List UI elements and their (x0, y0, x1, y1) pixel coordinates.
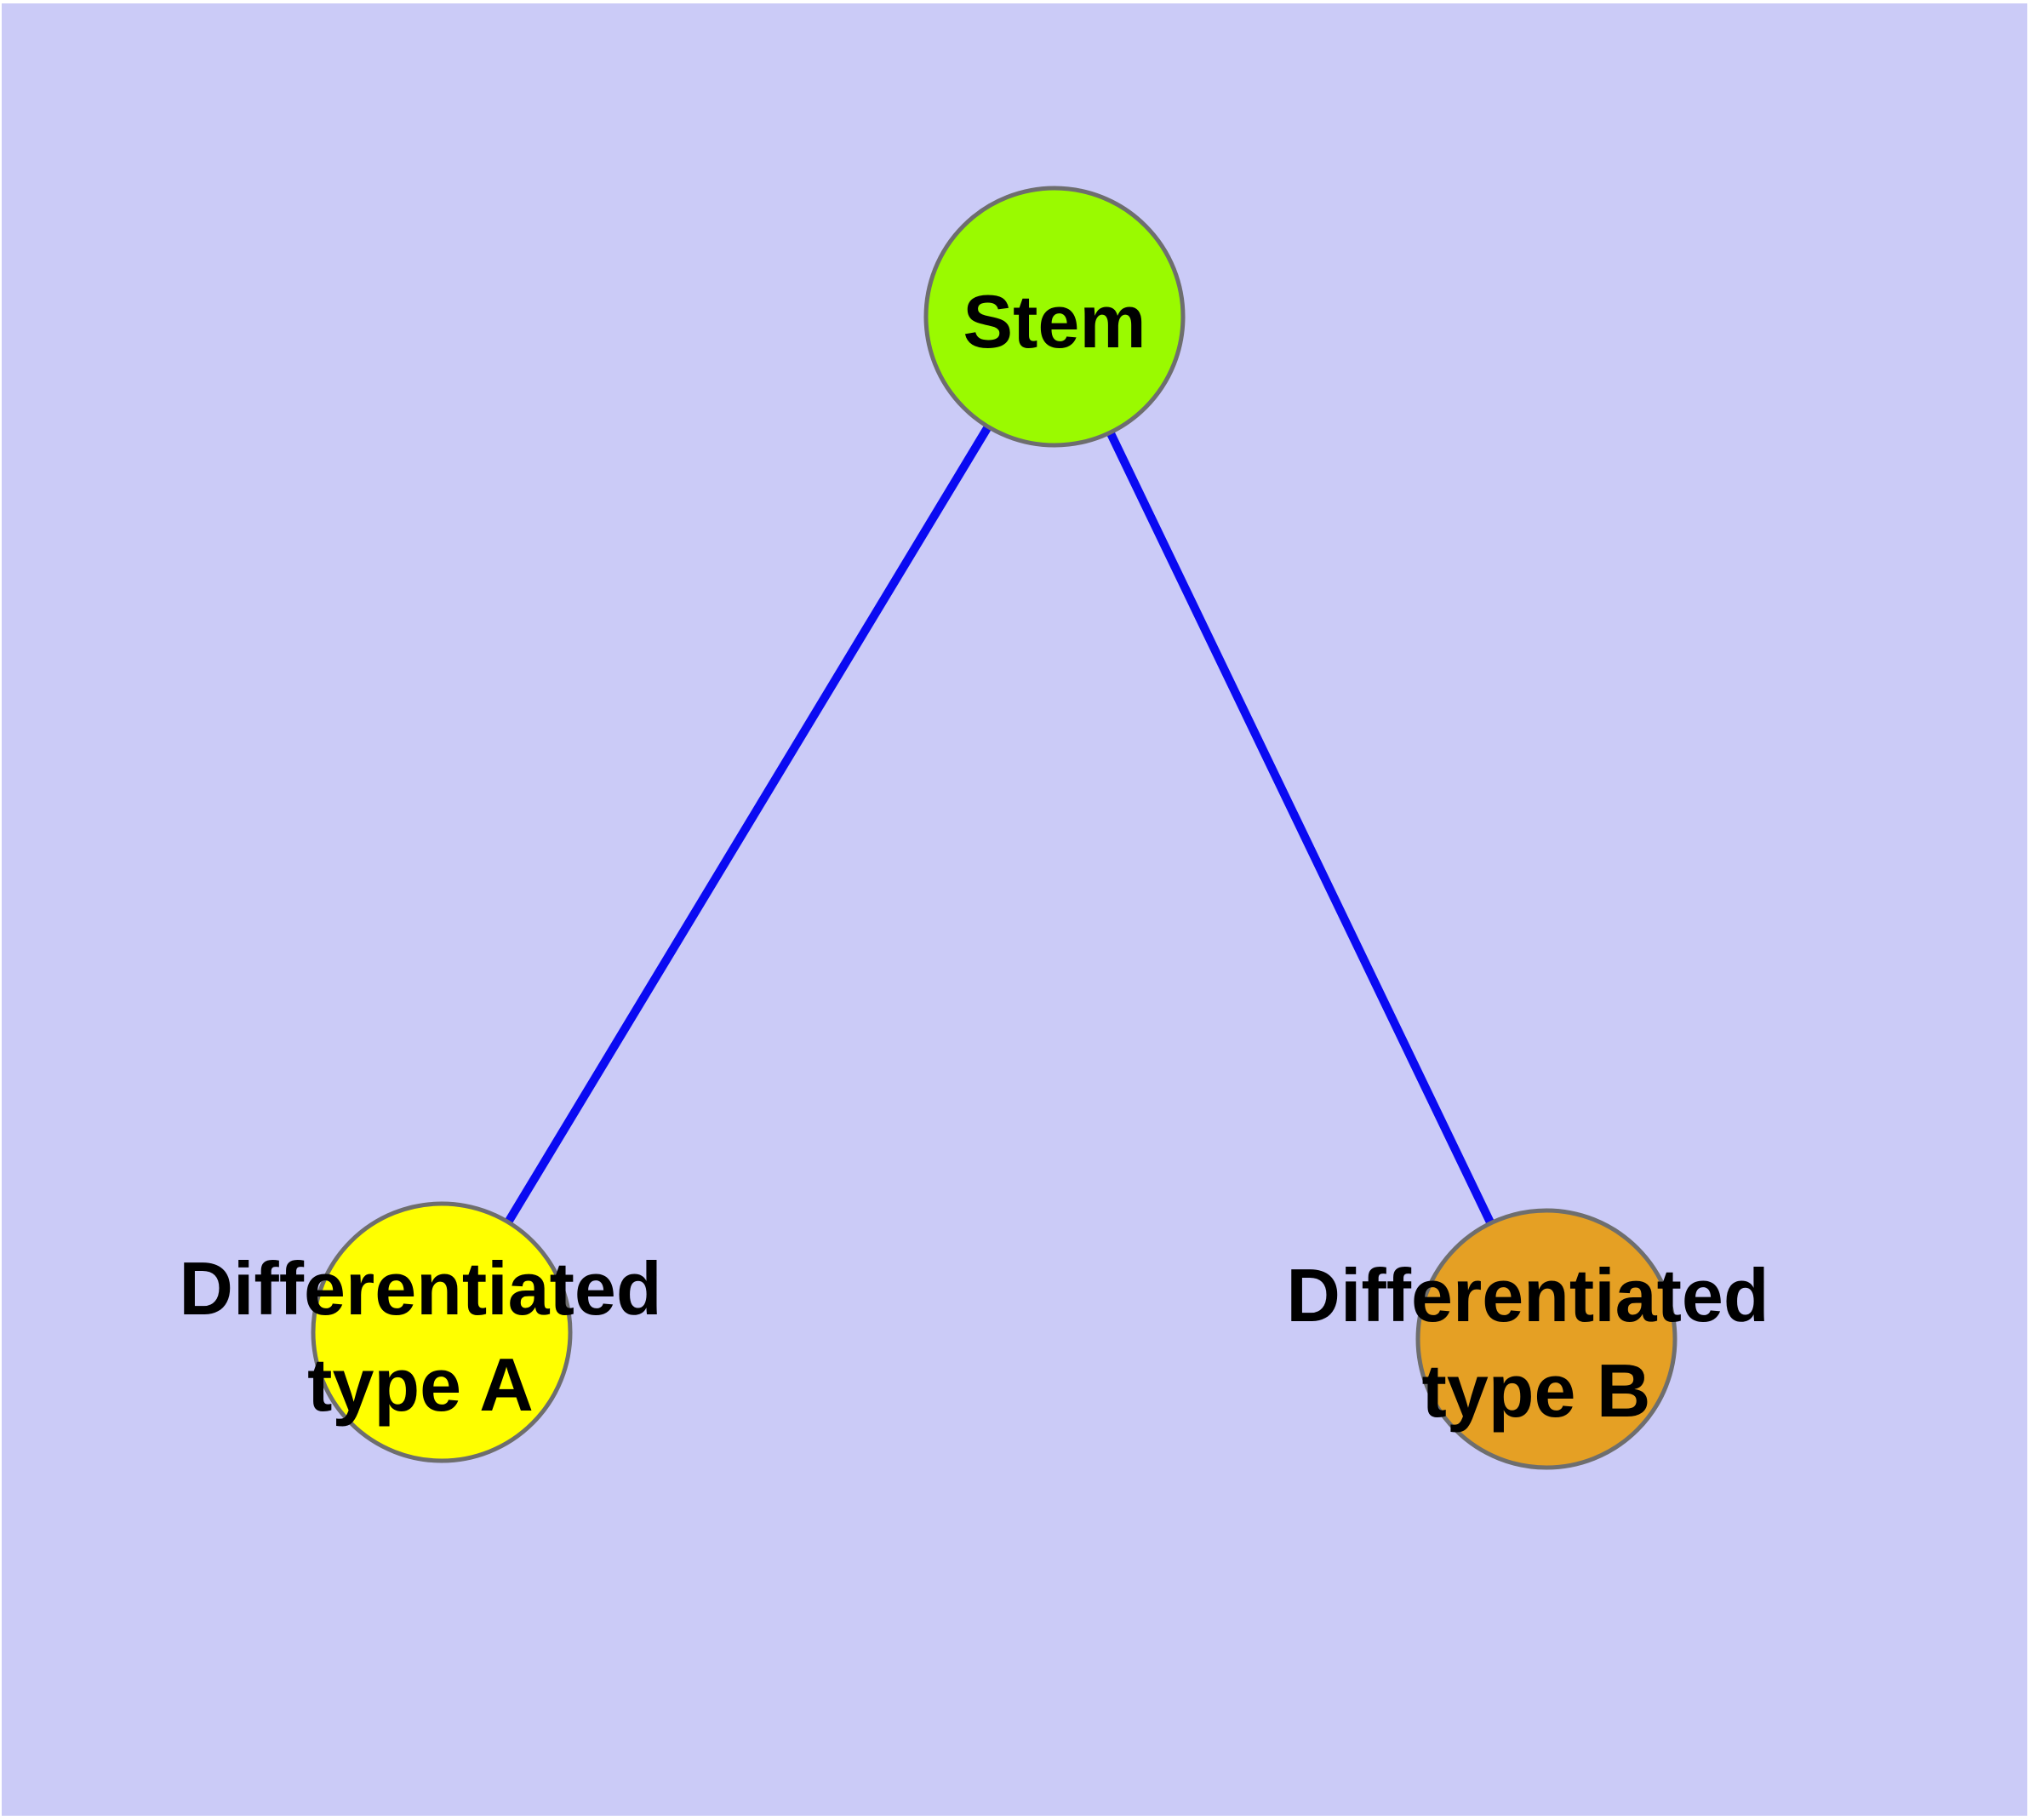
edge-stem-to-type-a (437, 314, 1059, 1335)
node-stem[interactable] (923, 186, 1186, 448)
node-type-b-label-line1: Differentiated (1286, 1253, 1769, 1337)
node-type-a-label-line1: Differentiated (179, 1246, 661, 1331)
edge-stem-to-type-b (1050, 314, 1551, 1342)
node-type-b-label-line2: type B (1422, 1348, 1651, 1433)
node-stem-label: Stem (963, 279, 1146, 363)
node-differentiated-type-b[interactable] (1415, 1208, 1677, 1470)
node-differentiated-type-a[interactable] (311, 1201, 573, 1463)
node-type-a-label-line2: type A (307, 1342, 534, 1427)
